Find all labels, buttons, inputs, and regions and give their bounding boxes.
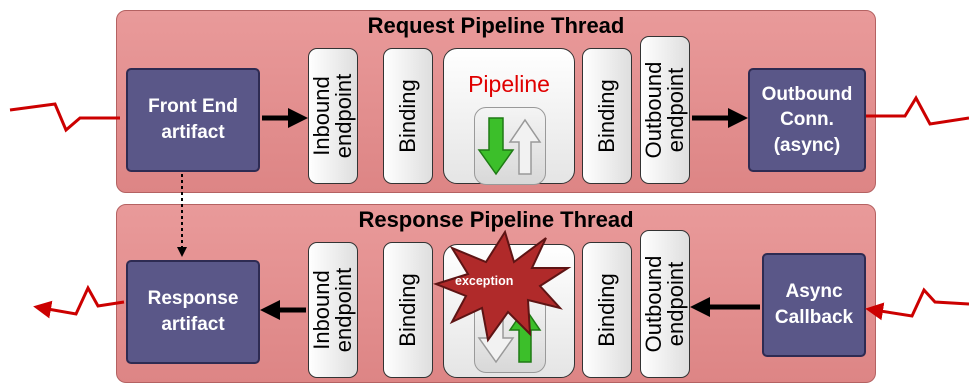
- incoming-request-signal: [9, 102, 120, 133]
- response-outbound-binding: Binding: [582, 242, 632, 378]
- outbound-connection: Outbound Conn. (async): [748, 68, 866, 172]
- outbound-connection-label: Outbound Conn. (async): [761, 83, 853, 156]
- async-callback-label: Async Callback: [774, 281, 854, 328]
- incoming-callback-signal: [865, 287, 969, 321]
- response-inbound-endpoint: Inbound endpoint: [308, 242, 358, 378]
- response-outbound-endpoint: Outbound endpoint: [640, 230, 690, 378]
- request-lane-title: Request Pipeline Thread: [367, 13, 625, 38]
- front-end-artifact-label: Front End artifact: [148, 96, 238, 143]
- outgoing-response-signal: [33, 284, 125, 319]
- exception-label: exception: [455, 274, 514, 288]
- request-outbound-binding: Binding: [582, 48, 632, 184]
- request-pipeline-label: Pipeline: [468, 71, 550, 97]
- request-inbound-endpoint: Inbound endpoint: [308, 48, 358, 184]
- response-inbound-binding: Binding: [383, 242, 433, 378]
- request-inbound-binding: Binding: [383, 48, 433, 184]
- outgoing-connection-signal: [866, 94, 969, 126]
- response-artifact-label: Response artifact: [147, 288, 239, 335]
- request-pipeline-flow-icon: [474, 107, 546, 185]
- front-end-artifact: Front End artifact: [126, 68, 260, 172]
- request-pipeline: Pipeline: [443, 48, 575, 185]
- request-outbound-endpoint: Outbound endpoint: [640, 36, 690, 184]
- async-callback: Async Callback: [762, 253, 866, 357]
- response-artifact: Response artifact: [126, 260, 260, 364]
- response-lane-title: Response Pipeline Thread: [358, 207, 634, 232]
- exception-burst-icon: [433, 229, 572, 343]
